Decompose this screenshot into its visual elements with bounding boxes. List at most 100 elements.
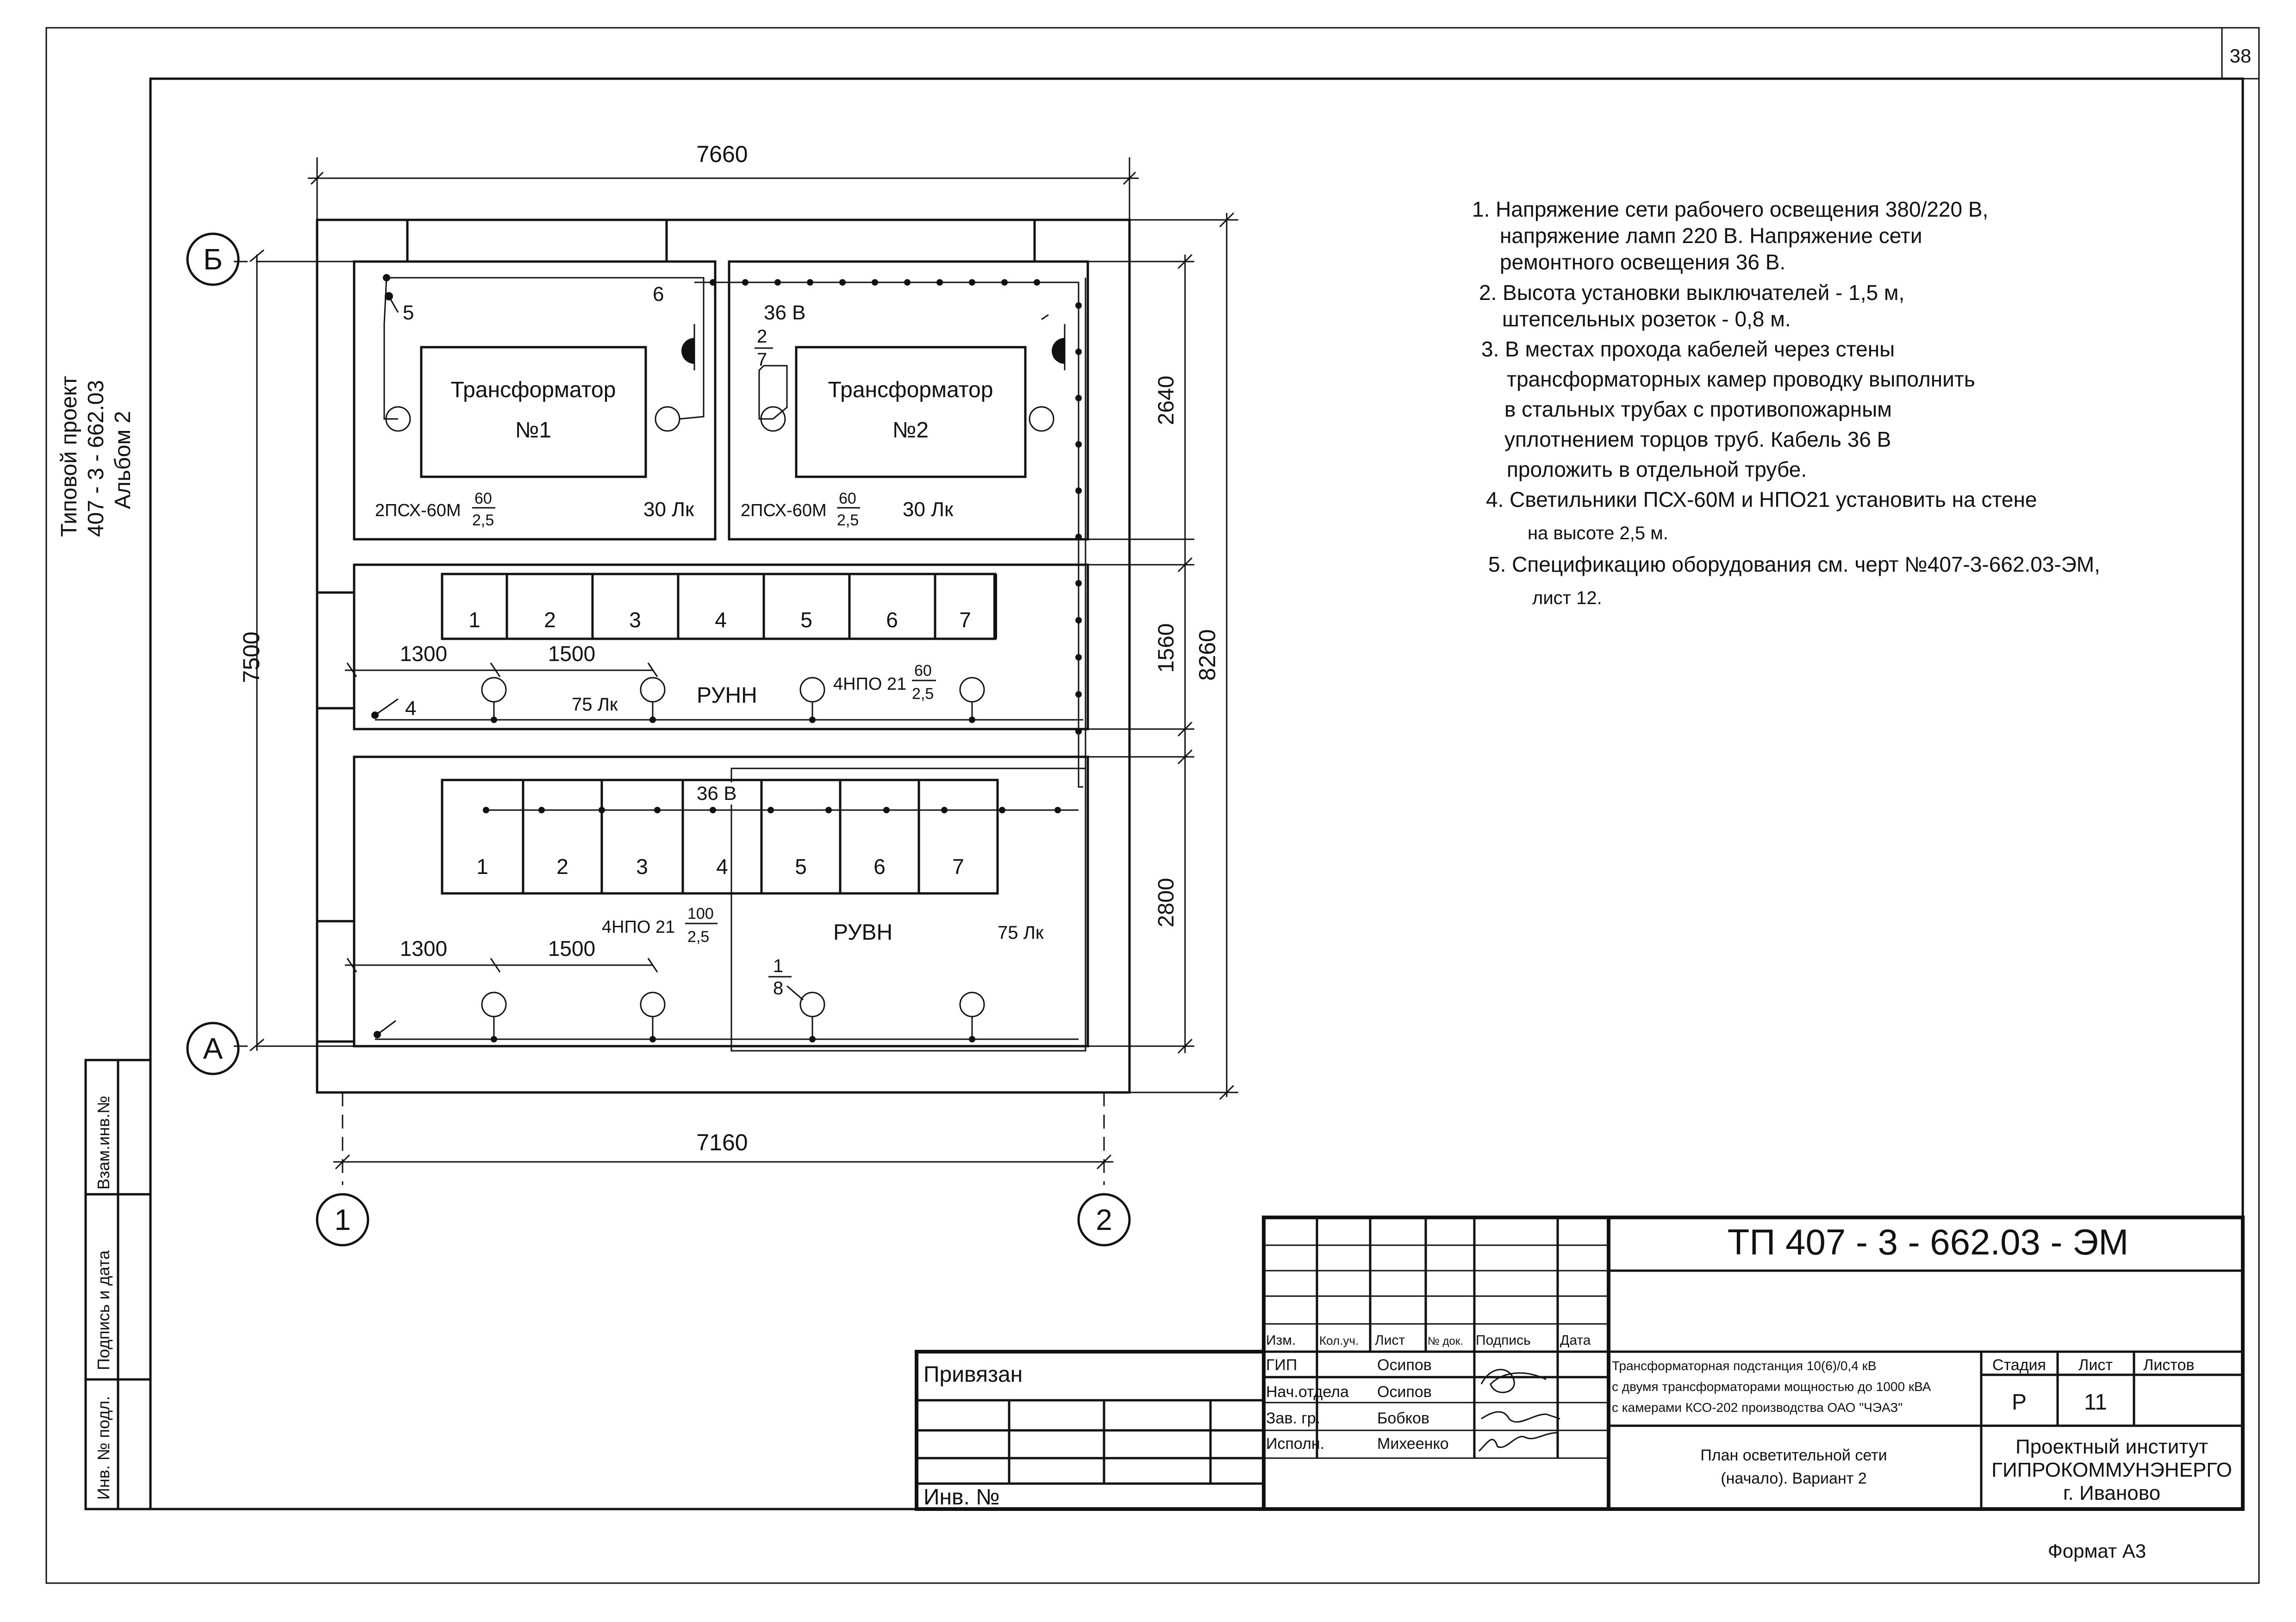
lamp-t2-left	[760, 406, 786, 432]
dim-right-3: 2800	[1154, 878, 1179, 928]
ruvn-lamp-4	[959, 992, 985, 1017]
dim-right-total: 8260	[1194, 629, 1220, 680]
note-line-9: уплотнением торцов труб. Кабель 36 В	[1504, 427, 1891, 451]
note-line-10: проложить в отдельной трубе.	[1507, 457, 1807, 481]
drawing-code: ТП 407 - 3 - 662.03 - ЭМ	[1728, 1222, 2128, 1262]
org-line-3: г. Иваново	[2063, 1482, 2160, 1504]
ruvn-cell-4: 4	[716, 855, 728, 879]
ruvn-fixture: 4НПО 21	[602, 917, 675, 937]
runn-name: РУНН	[697, 683, 757, 708]
sheet-number-box	[2221, 27, 2260, 80]
runn-cell-4: 4	[715, 608, 727, 632]
axis-a-marker	[186, 1022, 240, 1075]
transformer-1-fixture: 2ПСХ-60М	[375, 501, 461, 520]
description-line-1: Трансформаторная подстанция 10(6)/0,4 кВ	[1612, 1359, 1877, 1373]
runn-room	[353, 563, 1089, 730]
lamp-t1-left	[385, 406, 411, 432]
side-stamp-sign-date: Подпись и дата	[94, 1250, 113, 1370]
outer-frame	[45, 27, 2260, 1584]
sheet-number: 38	[2230, 45, 2252, 67]
ruvn-cell-6: 6	[873, 855, 886, 879]
ruvn-cable-dots	[483, 807, 1061, 813]
transformer-1-frac-num: 60	[474, 490, 492, 507]
note-line-2: напряжение ламп 220 В. Напряжение сети	[1500, 224, 1922, 248]
org-line-1: Проектный институт	[2015, 1435, 2208, 1458]
runn-frac-num: 60	[914, 662, 932, 680]
transformer-1-number: №1	[515, 418, 551, 443]
ruvn-lux: 75 Лк	[998, 923, 1044, 943]
header-kolvo: Кол.уч.	[1319, 1334, 1359, 1348]
sheet-label: Лист	[2078, 1356, 2113, 1374]
runn-dim-a: 1300	[400, 642, 447, 666]
runn-lamp-1	[481, 677, 507, 703]
dim-bottom: 7160	[696, 1129, 748, 1155]
runn-frac-den: 2,5	[912, 685, 934, 703]
name-2: Осипов	[1377, 1383, 1432, 1401]
note-line-5: штепсельных розеток - 0,8 м.	[1502, 307, 1791, 331]
axis-b: Б	[203, 243, 223, 276]
role-gip: ГИП	[1266, 1356, 1297, 1374]
role-ispoln: Исполн.	[1266, 1435, 1324, 1453]
note-line-11: 4. Светильники ПСХ-60М и НПО21 установит…	[1486, 487, 2037, 512]
ruvn-lamp-1	[481, 992, 507, 1017]
transformer-1-frac-den: 2,5	[472, 512, 494, 529]
runn-fixture: 4НПО 21	[833, 674, 906, 694]
runn-cell-1: 1	[468, 608, 480, 632]
runn-lux: 75 Лк	[572, 694, 618, 715]
header-izm: Изм.	[1266, 1333, 1296, 1348]
header-list: Лист	[1375, 1333, 1405, 1348]
side-stamp-replace: Взам.инв.№	[94, 1096, 113, 1190]
side-stamp: Взам.инв.№ Подпись и дата Инв. № подл.	[84, 1059, 152, 1510]
ruvn-cell-lines	[522, 780, 920, 893]
runn-dim-b: 1500	[548, 642, 595, 666]
transformer-2-frac2-den: 7	[757, 349, 767, 370]
ruvn-lamp-2	[640, 992, 666, 1017]
runn-cell-2: 2	[544, 608, 556, 632]
transformer-2-box	[795, 346, 1027, 478]
note-line-8: в стальных трубах с противопожарным	[1504, 397, 1892, 421]
dim-top: 7660	[696, 141, 748, 167]
note-line-7: трансформаторных камер проводку выполнит…	[1507, 367, 1975, 391]
ruvn-cell-3: 3	[636, 855, 648, 879]
transformer-2-number: №2	[892, 418, 929, 443]
lamp-t1-right	[655, 406, 680, 432]
dim-right-1: 2640	[1154, 376, 1179, 425]
ruvn-cell-2: 2	[556, 855, 568, 879]
runn-lamp-3	[799, 677, 825, 703]
runn-cell-3: 3	[629, 608, 641, 632]
header-date: Дата	[1560, 1333, 1591, 1348]
signatures	[1478, 1369, 1560, 1452]
transformer-1-label: Трансформатор	[451, 378, 616, 402]
side-stamp-inv: Инв. № подл.	[94, 1396, 113, 1500]
socket-t1	[681, 338, 694, 364]
note-line-13: 5. Спецификацию оборудования см. черт №4…	[1488, 552, 2100, 576]
role-nach: Нач.отдела	[1266, 1383, 1349, 1401]
ruvn-name: РУВН	[833, 920, 892, 945]
ruvn-frac-num: 100	[687, 905, 714, 923]
runn-cell-7: 7	[959, 608, 971, 632]
format-label: Формат А3	[2048, 1540, 2146, 1562]
transformer-room-2	[728, 260, 1089, 541]
socket-t2	[1052, 338, 1065, 364]
transformer-2-label: Трансформатор	[828, 378, 993, 402]
ruvn-frac-den: 2,5	[687, 928, 709, 946]
ruvn-frac2-num: 1	[773, 956, 783, 976]
floor-plan: Трансформатор №1 Трансформатор №2 5 6 2П…	[186, 141, 1238, 1247]
ruvn-cell-7: 7	[952, 855, 964, 879]
side-project-line-3: Альбом 2	[111, 411, 135, 509]
transformer-2-fixture: 2ПСХ-60М	[741, 501, 827, 520]
axis-1: 1	[334, 1203, 351, 1236]
header-sign: Подпись	[1476, 1333, 1531, 1348]
runn-cell-lines	[505, 574, 997, 639]
description-line-2: с двумя трансформаторами мощностью до 10…	[1612, 1379, 1931, 1394]
ruvn-voltage: 36 В	[697, 782, 736, 804]
runn-switch-label: 4	[405, 697, 416, 720]
runn-cell-6: 6	[886, 608, 898, 632]
side-project-line-1: Типовой проект	[57, 376, 81, 537]
cable-36v-dots	[710, 279, 1082, 735]
drawing-name-line-2: (начало). Вариант 2	[1721, 1470, 1866, 1487]
title-grid-rows	[1264, 1244, 1609, 1459]
axis-a: А	[203, 1032, 223, 1065]
inner-frame	[149, 77, 2244, 1510]
